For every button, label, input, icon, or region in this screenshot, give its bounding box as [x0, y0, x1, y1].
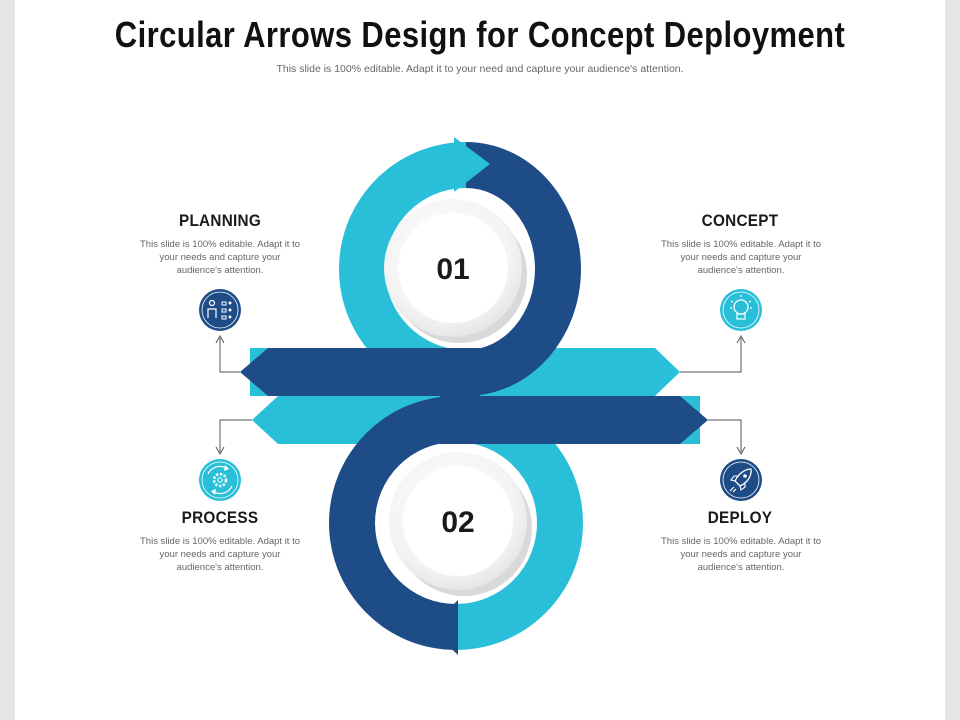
deploy-description: This slide is 100% editable. Adapt it to… — [661, 536, 822, 573]
process-heading: PROCESS — [181, 508, 259, 527]
concept-heading: CONCEPT — [701, 211, 779, 230]
lightbulb-icon — [720, 289, 762, 331]
gear-cycle-icon — [199, 459, 241, 501]
rocket-icon — [720, 459, 762, 501]
bottom-disc-inner — [403, 466, 513, 576]
planning-heading: PLANNING — [178, 211, 262, 230]
process-description: This slide is 100% editable. Adapt it to… — [140, 536, 301, 573]
deploy-connector — [708, 419, 746, 456]
top-ring-right-segment — [466, 142, 581, 396]
concept-description: This slide is 100% editable. Adapt it to… — [661, 239, 822, 276]
planning-connector — [215, 334, 240, 373]
process-connector — [215, 419, 252, 456]
step-number-01: 01 — [436, 253, 469, 286]
lower-right-arrow — [440, 396, 708, 444]
planning-description: This slide is 100% editable. Adapt it to… — [140, 239, 301, 276]
bottom-ring-left-segment — [329, 396, 456, 650]
top-arrow-head — [454, 137, 490, 192]
page-subtitle: This slide is 100% editable. Adapt it to… — [276, 63, 684, 75]
people-network-icon — [199, 289, 241, 331]
page-title: Circular Arrows Design for Concept Deplo… — [114, 14, 846, 55]
top-ring-left-segment — [339, 142, 466, 396]
upper-left-arrow — [240, 348, 480, 396]
concept-connector — [680, 334, 746, 373]
step-number-02: 02 — [441, 506, 474, 539]
top-disc-inner — [398, 213, 508, 323]
bottom-ring-right-segment — [456, 396, 583, 650]
deploy-heading: DEPLOY — [707, 508, 773, 527]
bottom-arrow-head — [430, 600, 458, 655]
